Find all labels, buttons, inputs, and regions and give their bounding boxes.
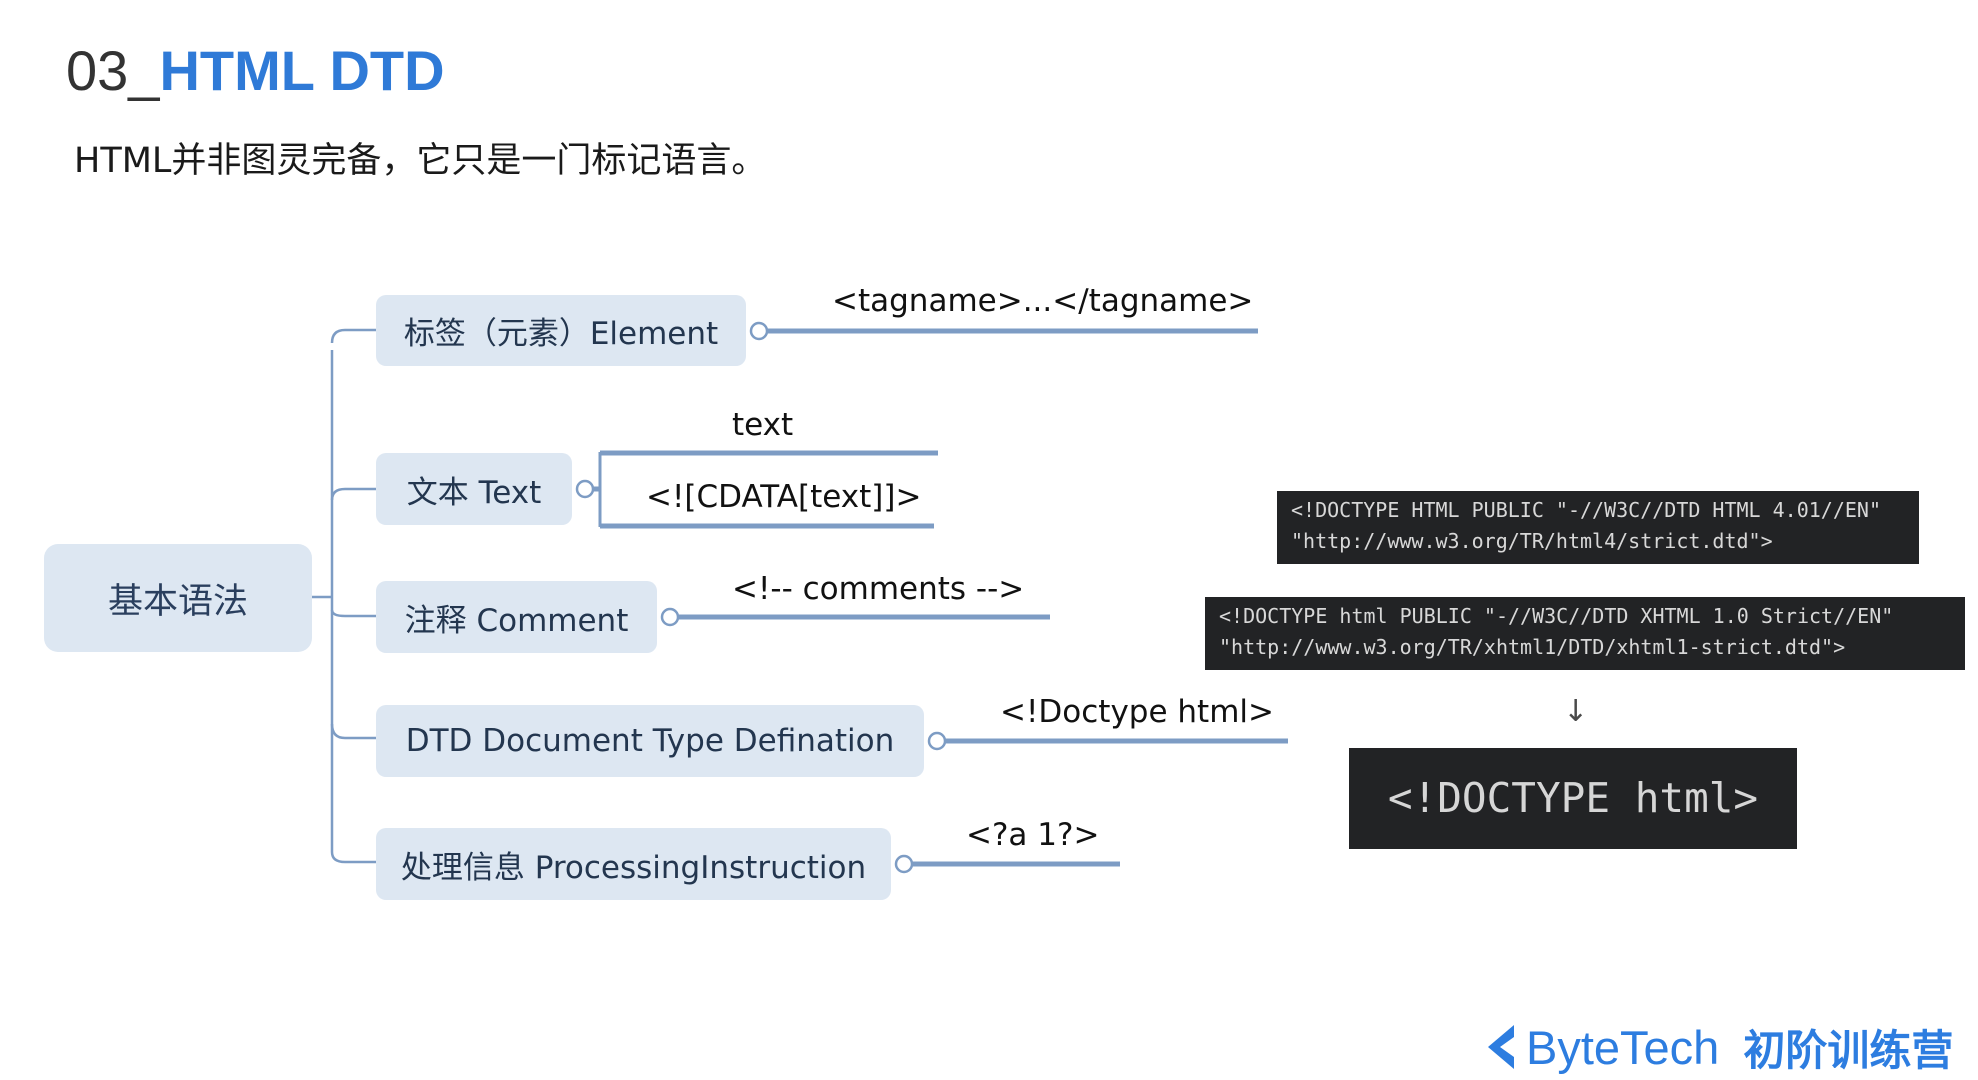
expand-circle-pi — [894, 854, 914, 874]
doctype-syntax-label: <!Doctype html> — [1000, 694, 1274, 730]
slide-subtitle: HTML并非图灵完备，它只是一门标记语言。 — [74, 141, 767, 181]
code-line: "http://www.w3.org/TR/html4/strict.dtd"> — [1291, 529, 1773, 553]
brand-footer: ByteTech 初阶训练营 — [1484, 1018, 1953, 1076]
code-line: "http://www.w3.org/TR/xhtml1/DTD/xhtml1-… — [1219, 635, 1846, 659]
comment-syntax-label: <!-- comments --> — [732, 571, 1025, 607]
code-line: <!DOCTYPE HTML PUBLIC "-//W3C//DTD HTML … — [1291, 498, 1882, 522]
brand-program: 初阶训练营 — [1743, 1025, 1954, 1075]
expand-circle-element — [749, 321, 769, 341]
node-comment: 注释 Comment — [376, 581, 657, 653]
text-label: text — [732, 407, 794, 443]
cdata-label: <![CDATA[text]]> — [646, 479, 922, 515]
expand-circle-comment — [660, 607, 680, 627]
html5-doctype-code: <!DOCTYPE html> — [1349, 748, 1797, 849]
mindmap-root: 基本语法 — [44, 544, 312, 652]
pi-syntax-label: <?a 1?> — [966, 817, 1100, 853]
node-processing-instruction: 处理信息 ProcessingInstruction — [376, 828, 891, 900]
code-line: <!DOCTYPE html PUBLIC "-//W3C//DTD XHTML… — [1219, 604, 1894, 628]
html4-doctype-code: <!DOCTYPE HTML PUBLIC "-//W3C//DTD HTML … — [1277, 491, 1919, 564]
expand-circle-text — [575, 479, 595, 499]
brand-name: ByteTech — [1526, 1020, 1720, 1074]
slide-title: 03_HTML DTD — [66, 38, 445, 104]
title-text: HTML DTD — [159, 39, 445, 102]
node-dtd: DTD Document Type Defination — [376, 705, 924, 777]
node-element: 标签（元素）Element — [376, 295, 746, 366]
bytetech-logo-icon — [1488, 1025, 1514, 1069]
down-arrow-icon: ↓ — [1563, 694, 1589, 729]
expand-circle-dtd — [927, 731, 947, 751]
element-syntax-label: <tagname>...</tagname> — [832, 283, 1254, 319]
section-number: 03_ — [66, 39, 160, 102]
node-text: 文本 Text — [376, 453, 572, 525]
xhtml-doctype-code: <!DOCTYPE html PUBLIC "-//W3C//DTD XHTML… — [1205, 597, 1965, 670]
